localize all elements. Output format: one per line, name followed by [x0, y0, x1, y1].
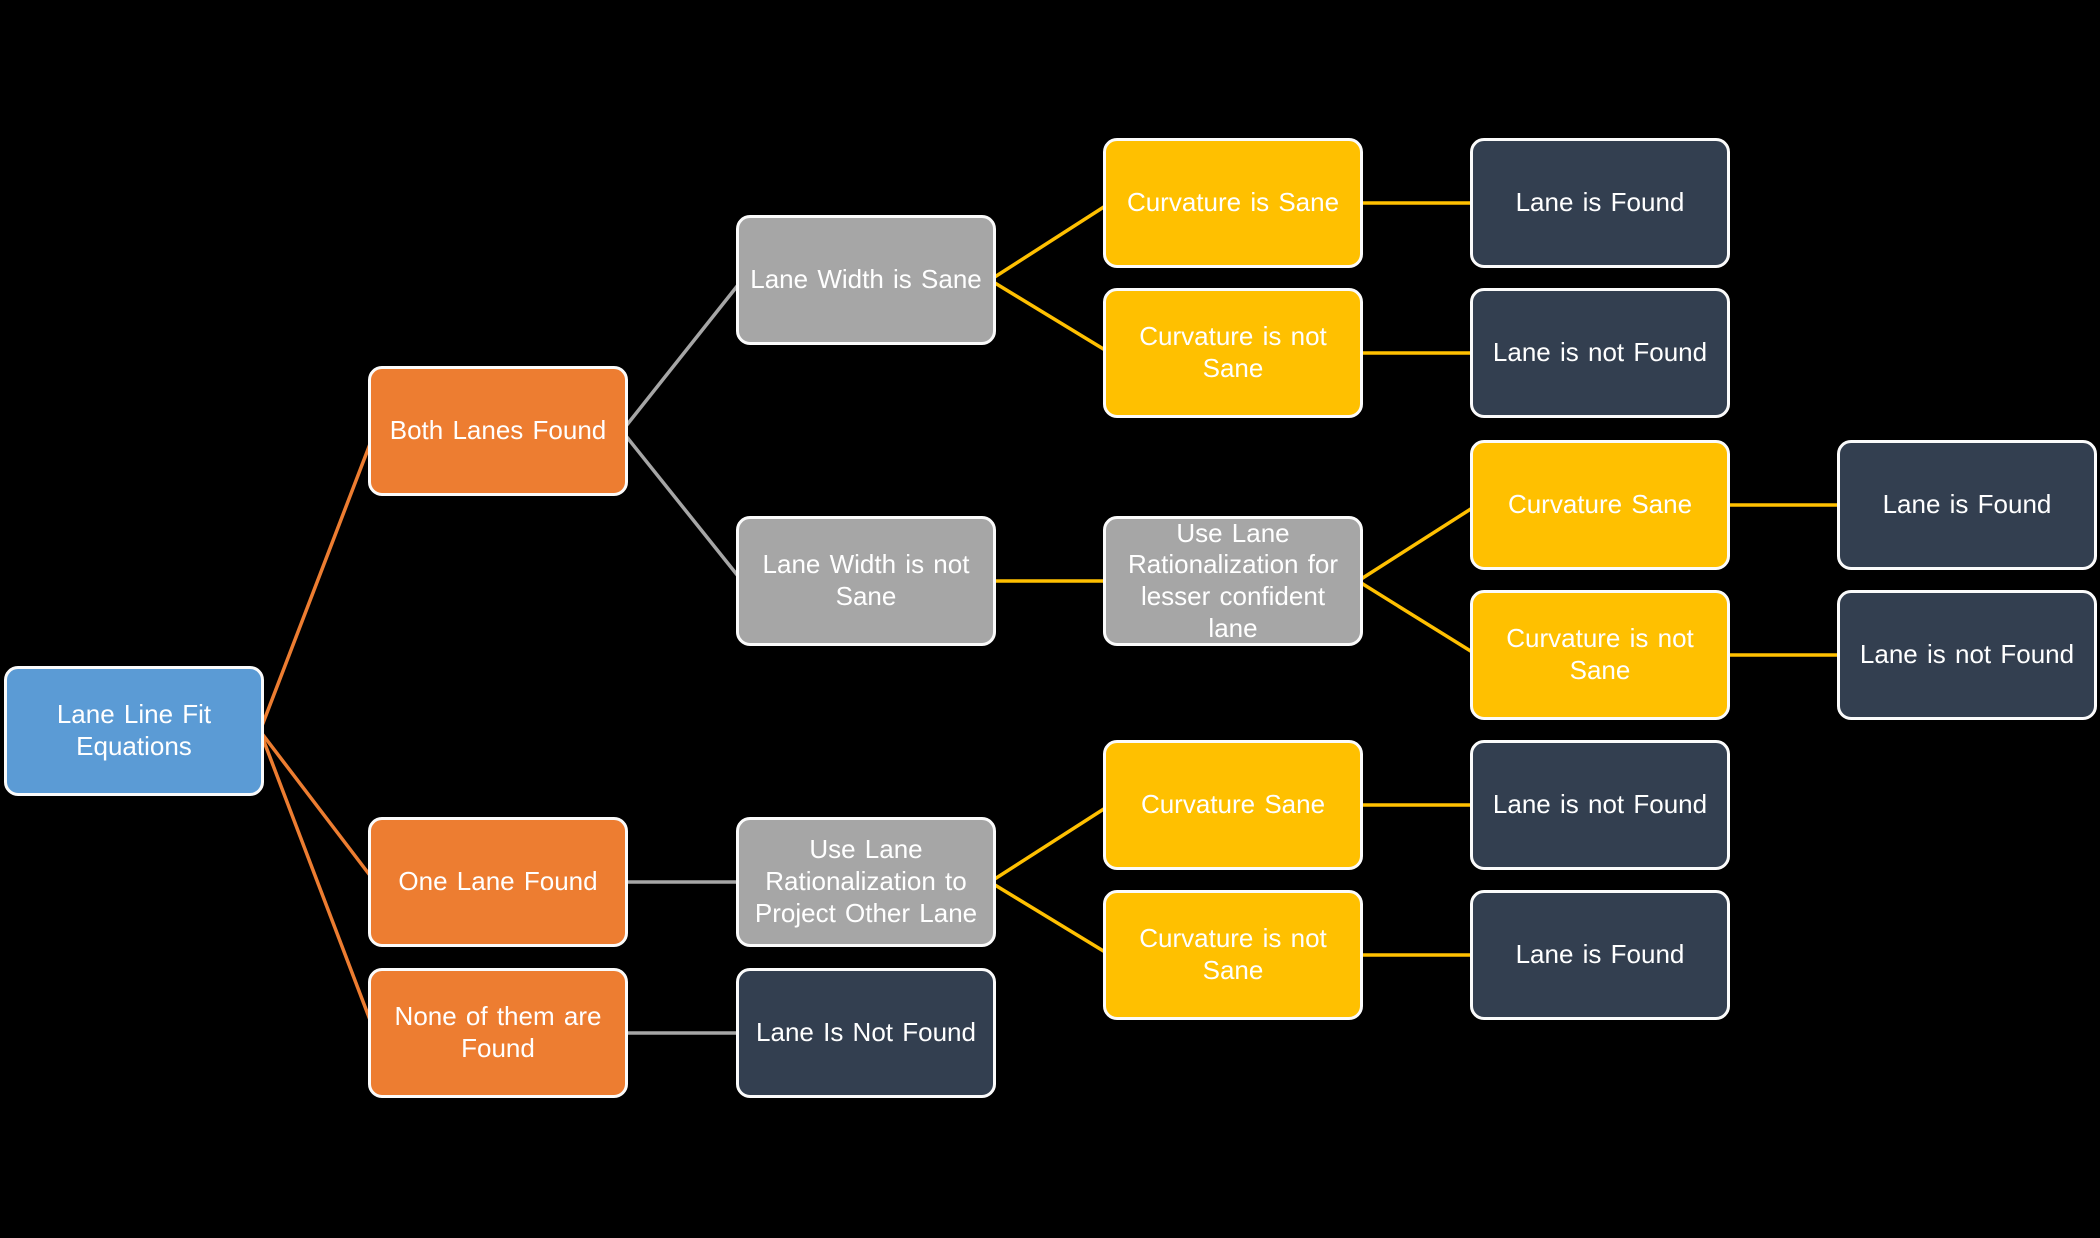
node-label: Lane Width is Sane	[750, 264, 982, 295]
node-curvature-sane-bottom: Curvature Sane	[1103, 740, 1363, 870]
connector-both-lanes-to-lane-width-sane	[620, 278, 744, 433]
node-label: Curvature Sane	[1140, 789, 1326, 820]
node-label: Lane Line Fit Equations	[56, 699, 212, 761]
node-label: Lane is Found	[1515, 939, 1685, 970]
node-label: Lane Is Not Found	[756, 1017, 976, 1048]
connector-both-lanes-to-lane-width-not-sane	[620, 429, 744, 583]
connector-root-to-none-found	[258, 730, 377, 1034]
node-label: Curvature is Sane	[1126, 187, 1340, 218]
node-curvature-is-not-sane-mid: Curvature is not Sane	[1470, 590, 1730, 720]
node-lane-is-not-found-outcome-none: Lane Is Not Found	[736, 968, 996, 1098]
node-curvature-sane-mid: Curvature Sane	[1470, 440, 1730, 570]
node-label: Lane is not Found	[1859, 639, 2075, 670]
node-label: Lane is not Found	[1492, 337, 1708, 368]
node-label: Both Lanes Found	[389, 415, 607, 446]
node-label: Lane is Found	[1882, 489, 2052, 520]
node-label: Curvature Sane	[1507, 489, 1693, 520]
node-label: Use Lane Rationalization for lesser conf…	[1127, 517, 1339, 643]
node-label: Lane is not Found	[1492, 789, 1708, 820]
node-lane-width-is-not-sane: Lane Width is not Sane	[736, 516, 996, 646]
node-label: Lane is Found	[1515, 187, 1685, 218]
connector-root-to-one-lane-found	[258, 729, 377, 884]
node-label: None of them are Found	[394, 1001, 602, 1063]
connector-rationalize-lesser-to-curvature-sane	[1357, 503, 1478, 583]
node-lane-width-is-sane: Lane Width is Sane	[736, 215, 996, 345]
connector-root-to-both-lanes-found	[258, 430, 377, 732]
node-lane-line-fit-equations: Lane Line Fit Equations	[4, 666, 264, 796]
node-none-of-them-are-found: None of them are Found	[368, 968, 628, 1098]
node-label: Curvature is not Sane	[1139, 923, 1327, 985]
connector-rationalize-project-to-curvature-sane	[989, 803, 1111, 884]
node-curvature-is-not-sane-bottom: Curvature is not Sane	[1103, 890, 1363, 1020]
node-use-lane-rationalization-lesser-confident: Use Lane Rationalization for lesser conf…	[1103, 516, 1363, 646]
node-use-lane-rationalization-project-other-lane: Use Lane Rationalization to Project Othe…	[736, 817, 996, 947]
node-label: One Lane Found	[398, 866, 598, 897]
node-label: Curvature is not Sane	[1139, 321, 1327, 383]
node-lane-is-not-found-mid: Lane is not Found	[1837, 590, 2097, 720]
connector-rationalize-project-to-curvature-not-sane	[989, 880, 1111, 957]
node-label: Use Lane Rationalization to Project Othe…	[754, 834, 978, 928]
node-curvature-is-not-sane-top: Curvature is not Sane	[1103, 288, 1363, 418]
node-lane-is-found-mid: Lane is Found	[1837, 440, 2097, 570]
connector-width-sane-to-curvature-is-not-sane	[989, 278, 1111, 355]
connector-rationalize-lesser-to-curvature-not-sane	[1357, 579, 1478, 657]
node-label: Lane Width is not Sane	[762, 549, 970, 611]
node-both-lanes-found: Both Lanes Found	[368, 366, 628, 496]
connector-width-sane-to-curvature-is-sane	[989, 201, 1111, 282]
node-lane-is-found-bottom: Lane is Found	[1470, 890, 1730, 1020]
node-lane-is-not-found-top: Lane is not Found	[1470, 288, 1730, 418]
node-curvature-is-sane: Curvature is Sane	[1103, 138, 1363, 268]
node-lane-is-not-found-bottom: Lane is not Found	[1470, 740, 1730, 870]
node-one-lane-found: One Lane Found	[368, 817, 628, 947]
node-label: Curvature is not Sane	[1506, 623, 1694, 685]
node-lane-is-found-top: Lane is Found	[1470, 138, 1730, 268]
